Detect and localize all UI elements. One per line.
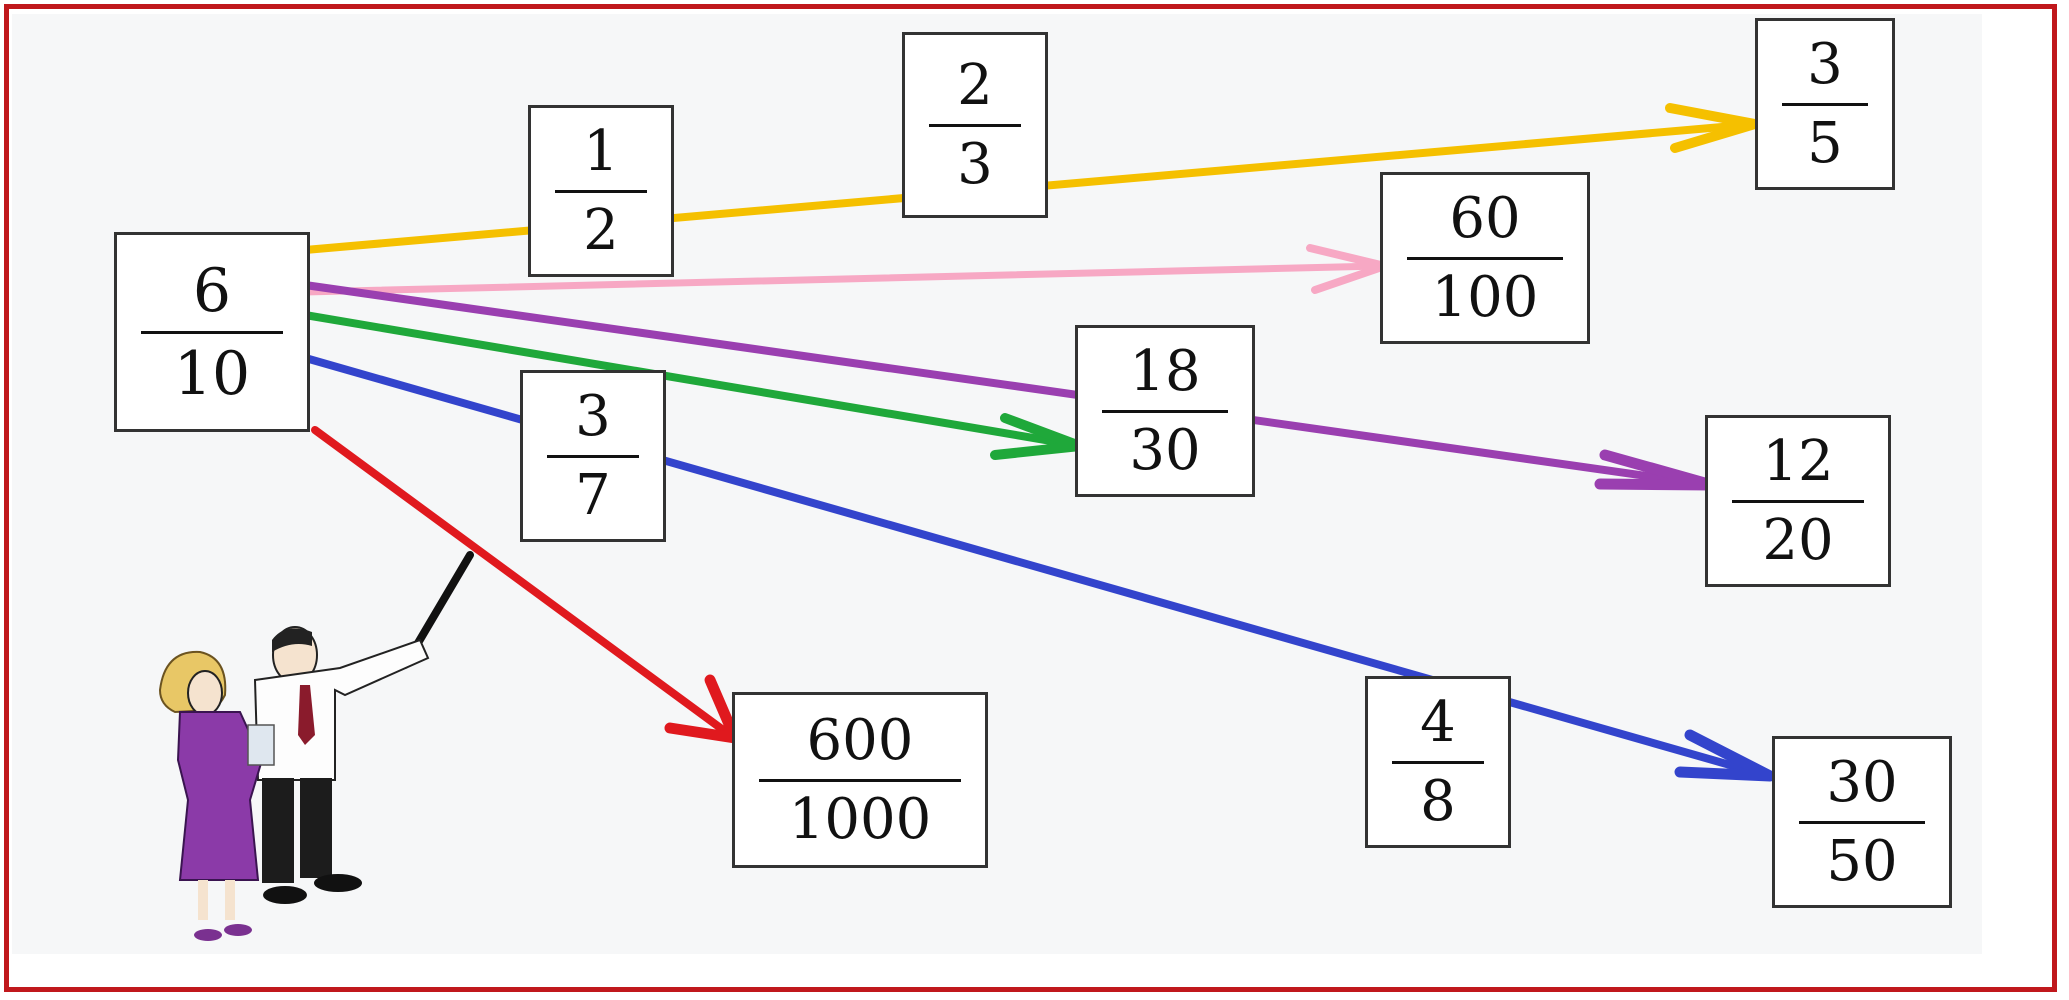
fraction-card-60-100: 60 100 — [1380, 172, 1590, 344]
fraction-card-1-2: 1 2 — [528, 105, 674, 277]
fraction-bar — [929, 123, 1021, 127]
fraction-denominator: 5 — [1807, 110, 1843, 176]
fraction-card-3-5: 3 5 — [1755, 18, 1895, 190]
fraction-bar — [1407, 256, 1563, 260]
fraction-bar — [1102, 409, 1228, 413]
fraction-numerator: 18 — [1129, 338, 1201, 404]
fraction-bar — [547, 454, 639, 458]
fraction-denominator: 2 — [583, 197, 619, 263]
fraction-numerator: 3 — [575, 383, 611, 449]
fraction-card-2-3: 2 3 — [902, 32, 1048, 218]
arrow-line-pink — [301, 262, 1384, 296]
arrow-line-red — [311, 426, 734, 739]
fraction-denominator: 50 — [1826, 828, 1898, 894]
woman-figure — [158, 650, 275, 941]
fraction-denominator: 7 — [575, 462, 611, 528]
fraction-numerator: 600 — [806, 707, 914, 773]
fraction-denominator: 10 — [173, 338, 251, 409]
arrow-head-blue — [1674, 729, 1776, 782]
fraction-bar — [141, 330, 283, 334]
fraction-card-6-10: 6 10 — [114, 232, 310, 432]
fraction-bar — [1799, 820, 1925, 824]
fraction-numerator: 60 — [1449, 185, 1521, 251]
fraction-numerator: 12 — [1762, 428, 1834, 494]
fraction-denominator: 30 — [1129, 417, 1201, 483]
fraction-bar — [1732, 499, 1864, 503]
fraction-card-3-7: 3 7 — [520, 370, 666, 542]
fraction-denominator: 100 — [1431, 264, 1539, 330]
fraction-denominator: 20 — [1762, 507, 1834, 573]
fraction-bar — [555, 189, 647, 193]
arrow-line-purple — [301, 281, 1714, 489]
arrow-line-green — [301, 311, 1079, 449]
fraction-numerator: 2 — [957, 52, 993, 118]
fraction-card-30-50: 30 50 — [1772, 736, 1952, 908]
fraction-denominator: 8 — [1420, 768, 1456, 834]
arrow-line-blue — [291, 351, 1769, 779]
fraction-numerator: 1 — [583, 118, 619, 184]
fraction-bar — [1782, 102, 1868, 106]
fraction-numerator: 4 — [1420, 689, 1456, 755]
fraction-card-600-1000: 600 1000 — [732, 692, 988, 868]
presenters-illustration — [158, 551, 474, 941]
fraction-denominator: 1000 — [788, 786, 932, 852]
fraction-card-4-8: 4 8 — [1365, 676, 1511, 848]
fraction-numerator: 6 — [192, 255, 232, 326]
fraction-bar — [1392, 760, 1484, 764]
fraction-card-18-30: 18 30 — [1075, 325, 1255, 497]
fraction-card-12-20: 12 20 — [1705, 415, 1891, 587]
fraction-denominator: 3 — [957, 131, 993, 197]
fraction-bar — [759, 778, 961, 782]
man-figure — [253, 626, 430, 904]
fraction-numerator: 30 — [1826, 749, 1898, 815]
fraction-numerator: 3 — [1807, 31, 1843, 97]
